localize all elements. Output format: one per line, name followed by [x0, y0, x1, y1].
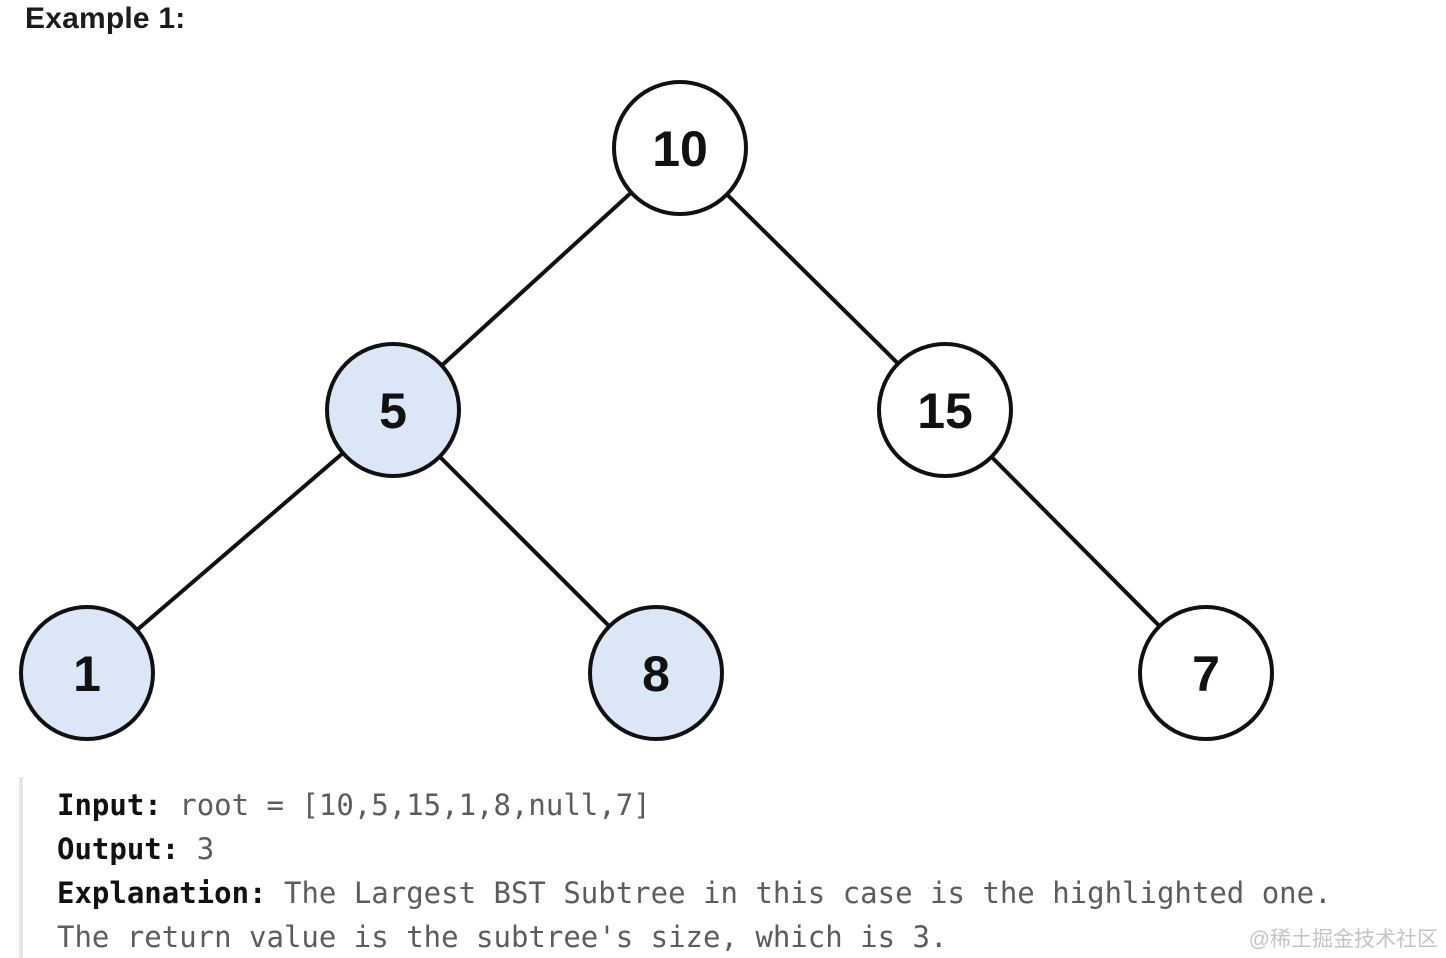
- tree-node-8: [588, 605, 724, 741]
- output-line: Output: 3: [57, 827, 1439, 871]
- tree-node-1: [19, 605, 155, 741]
- output-value: 3: [196, 832, 215, 866]
- tree-node-label-10: 10: [652, 121, 708, 177]
- tree-node-15: [877, 342, 1013, 478]
- example-io-block: Input: root = [10,5,15,1,8,null,7] Outpu…: [19, 777, 1439, 958]
- output-label: Output:: [57, 832, 180, 866]
- watermark: @稀土掘金技术社区: [1248, 928, 1438, 951]
- tree-node-7: [1138, 605, 1274, 741]
- explanation-text-1: The Largest BST Subtree in this case is …: [283, 876, 1332, 910]
- example-heading: Example 1:: [25, 2, 186, 35]
- tree-node-10: [612, 80, 748, 216]
- explanation-line-2: The return value is the subtree's size, …: [57, 915, 1439, 958]
- explanation-line-1: Explanation: The Largest BST Subtree in …: [57, 871, 1439, 915]
- tree-node-label-7: 7: [1192, 646, 1220, 702]
- tree-node-label-5: 5: [379, 383, 407, 439]
- tree-node-label-15: 15: [917, 383, 973, 439]
- tree-node-label-8: 8: [642, 646, 670, 702]
- tree-node-label-1: 1: [73, 646, 101, 702]
- explanation-text-2: The return value is the subtree's size, …: [57, 920, 948, 954]
- input-value: root = [10,5,15,1,8,null,7]: [179, 788, 651, 822]
- input-label: Input:: [57, 788, 162, 822]
- explanation-label: Explanation:: [57, 876, 267, 910]
- tree-node-5: [325, 342, 461, 478]
- input-line: Input: root = [10,5,15,1,8,null,7]: [57, 783, 1439, 827]
